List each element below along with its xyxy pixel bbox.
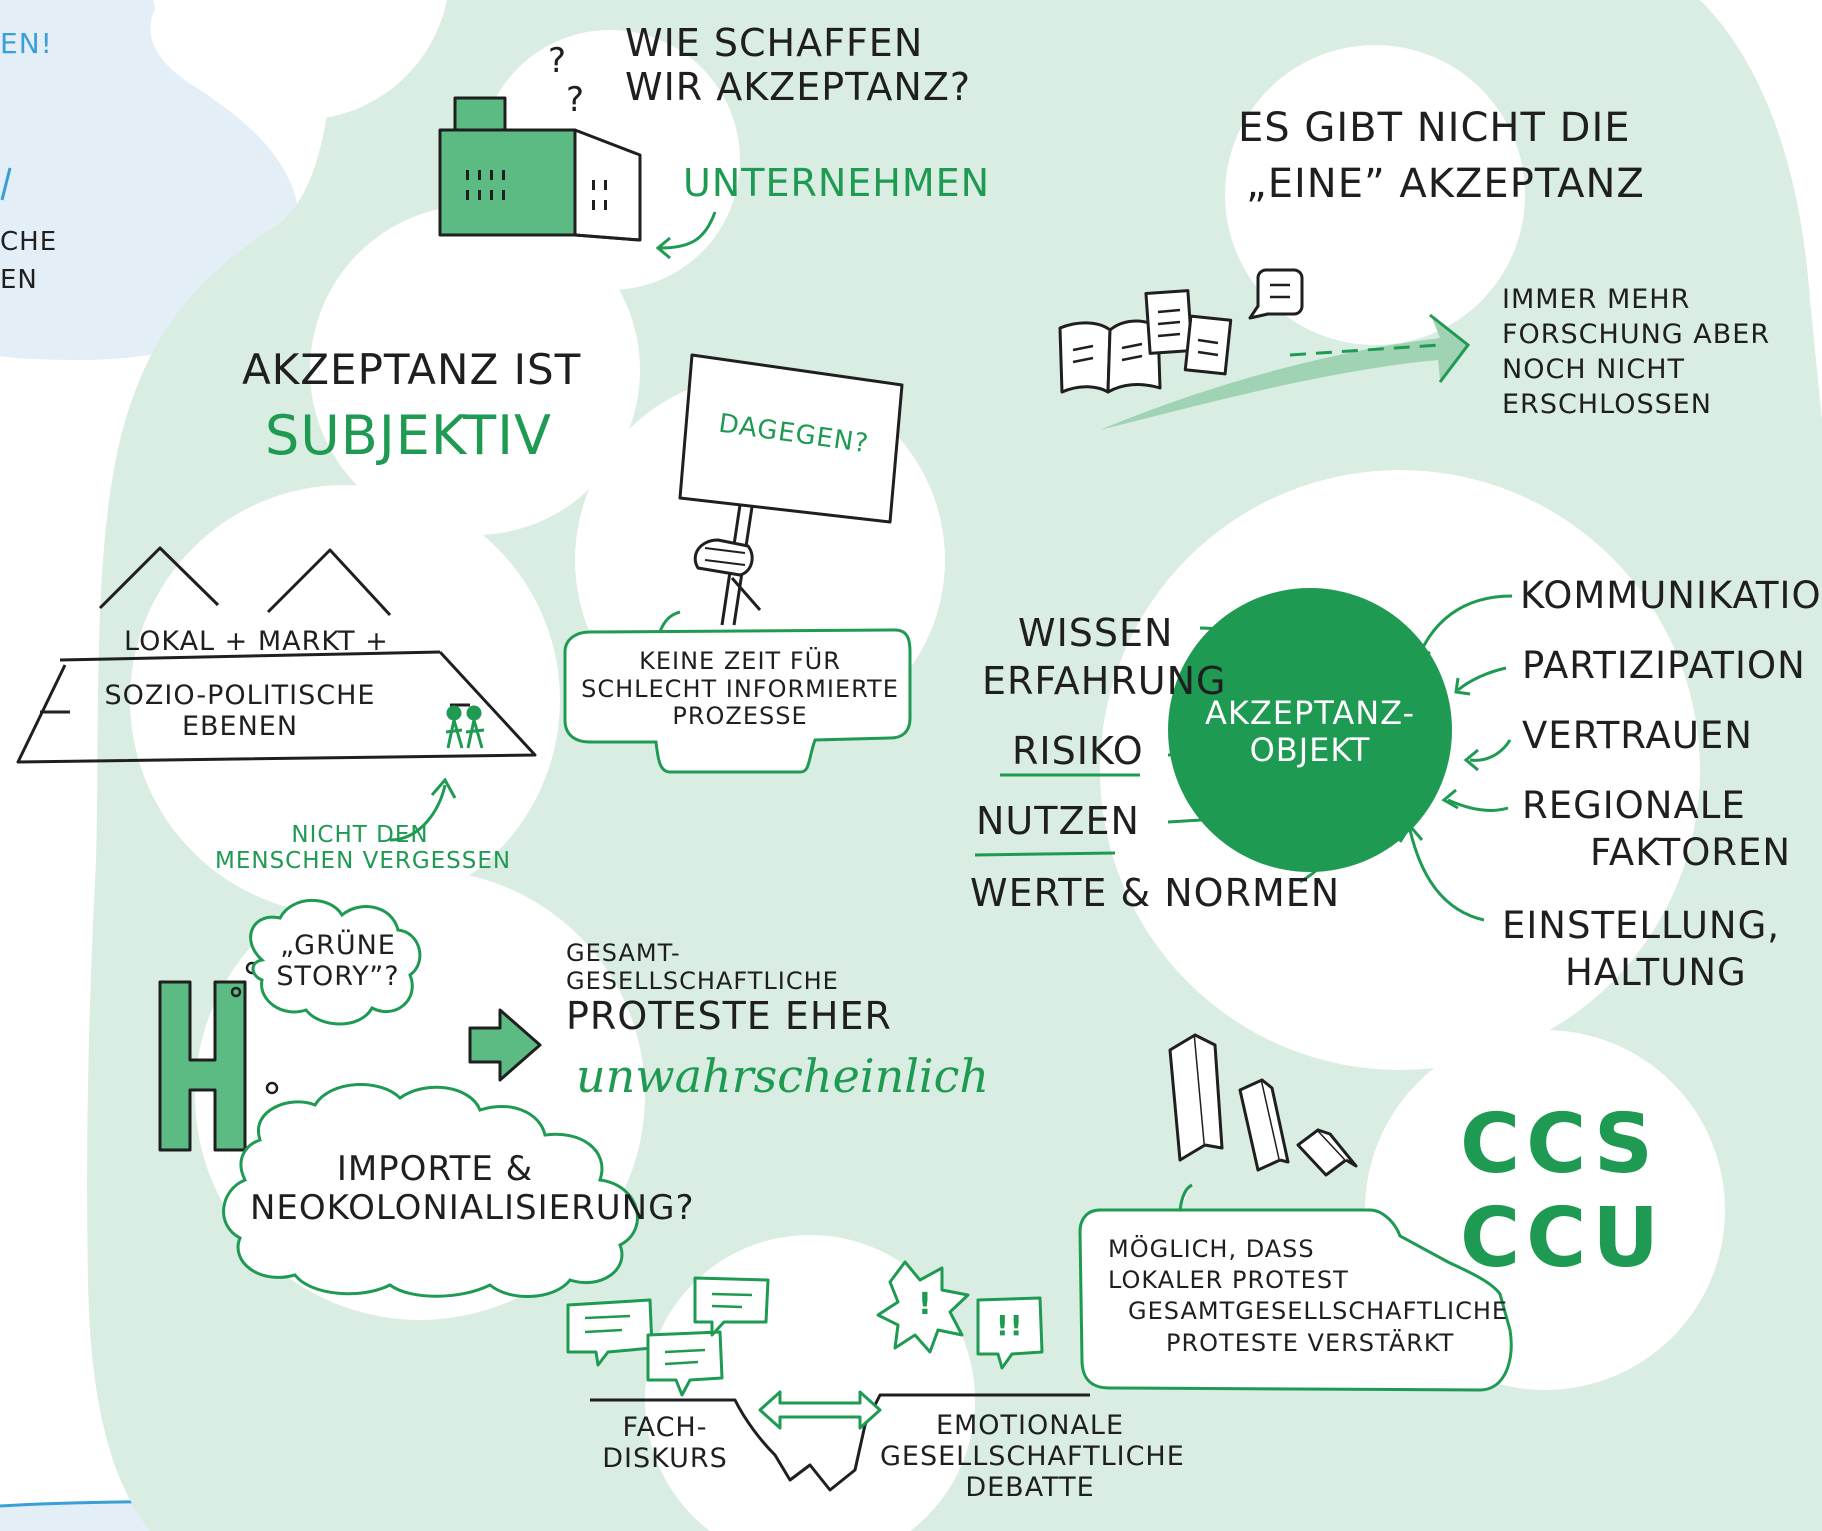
white-circles xyxy=(130,0,1725,1531)
debate-fachdiskurs: FACH- DISKURS xyxy=(602,1412,728,1475)
unternehmen-label: UNTERNEHMEN xyxy=(683,161,991,205)
factor-nutzen: NUTZEN xyxy=(976,799,1140,843)
exclaim-burst-icon xyxy=(876,1260,1044,1370)
subjektiv-line2: SUBJEKTIV xyxy=(265,404,552,467)
mountain-label-1: LOKAL + MARKT + xyxy=(124,626,389,657)
falling-dominoes-icon xyxy=(1168,1033,1358,1177)
cloud-importe xyxy=(222,1082,639,1298)
right-factor-arrows xyxy=(1398,594,1513,922)
factor-haltung: HALTUNG xyxy=(1565,951,1747,994)
factor-faktoren: FAKTOREN xyxy=(1590,831,1792,874)
cloud-importe-text: IMPORTE & NEOKOLONIALISIERUNG? xyxy=(250,1149,695,1229)
circle-subjektiv xyxy=(310,205,640,535)
left-panel-fragment-2: CHE xyxy=(0,227,58,257)
question-marks: ?? xyxy=(548,41,586,121)
unternehmen-question: WIE SCHAFFEN WIR AKZEPTANZ? xyxy=(625,21,972,109)
factor-werte-normen: WERTE & NORMEN xyxy=(970,871,1341,915)
left-panel-fragment-3: EN xyxy=(0,265,38,295)
people-icon xyxy=(445,705,485,749)
akzeptanz-objekt-label: AKZEPTANZ- OBJEKT xyxy=(1204,694,1416,769)
factor-risiko: RISIKO xyxy=(1012,729,1144,773)
cloud-gruene-story-text: „GRÜNE STORY”? xyxy=(276,930,400,993)
h2-arrow xyxy=(468,1008,542,1082)
factor-kommunikation: KOMMUNIKATION xyxy=(1520,574,1822,617)
research-arrow-head xyxy=(1429,313,1471,383)
factor-einstellung: EINSTELLUNG, xyxy=(1502,904,1781,947)
left-factor-arrows xyxy=(1167,626,1346,884)
mountain-icon xyxy=(16,546,537,764)
factor-underlines xyxy=(974,773,1140,857)
ccs-speech-bubble xyxy=(1078,1183,1513,1392)
research-note: IMMER MEHR FORSCHUNG ABER NOCH NICHT ERS… xyxy=(1502,284,1771,421)
unternehmen-arrowhead xyxy=(655,236,671,260)
exclaim-mark: ! xyxy=(918,1287,933,1322)
h2-result-text: GESAMT- GESELLSCHAFTLICHE PROTESTE EHER xyxy=(566,939,892,1039)
debate-emotional: EMOTIONALE GESELLSCHAFTLICHE DEBATTE xyxy=(880,1410,1185,1504)
factor-wissen: WISSEN xyxy=(1018,611,1174,655)
documents-icon xyxy=(1058,268,1304,394)
people-note: NICHT DEN MENSCHEN VERGESSEN xyxy=(215,822,512,875)
circle-top-left xyxy=(153,0,447,120)
double-arrow xyxy=(758,1390,882,1430)
circle-mountain xyxy=(130,485,560,915)
protest-bubble-text: KEINE ZEIT FÜR SCHLECHT INFORMIERTE PROZ… xyxy=(581,647,899,731)
eine-akzeptanz-title: ES GIBT NICHT DIE „EINE” AKZEPTANZ xyxy=(1238,105,1645,207)
exclaim-mark-double: !! xyxy=(996,1309,1024,1342)
factor-partizipation: PARTIZIPATION xyxy=(1522,644,1806,687)
protest-sign-icon xyxy=(678,353,904,626)
akzeptanz-objekt-circle xyxy=(1168,588,1452,872)
mountain-label-2: SOZIO-POLITISCHE EBENEN xyxy=(104,680,376,743)
people-note-arrow xyxy=(389,784,447,842)
subjektiv-line1: AKZEPTANZ IST xyxy=(242,345,582,394)
ccu-label: CCU xyxy=(1460,1191,1665,1286)
speech-bubbles-icon xyxy=(566,1276,770,1397)
unternehmen-arrow xyxy=(659,211,717,250)
people-note-arrowhead xyxy=(430,777,457,799)
ccs-label: CCS xyxy=(1460,1097,1659,1192)
blue-tick-mark xyxy=(0,167,12,201)
h2-result-script: unwahrscheinlich xyxy=(576,1049,990,1103)
factor-vertrauen: VERTRAUEN xyxy=(1522,714,1753,757)
left-panel-fragment-1: EN! xyxy=(0,27,53,60)
research-arrow xyxy=(1100,318,1470,430)
debate-gap xyxy=(590,1393,1090,1492)
ccs-bubble-text: MÖGLICH, DASS LOKALER PROTEST GESAMTGESE… xyxy=(1108,1235,1509,1357)
factor-erfahrung: ERFAHRUNG xyxy=(982,659,1227,703)
protest-speech-bubble xyxy=(563,610,912,774)
circle-eine xyxy=(1225,45,1525,345)
cloud-gruene-story xyxy=(249,898,422,1026)
factory-icon xyxy=(438,96,642,242)
factor-regionale: REGIONALE xyxy=(1522,784,1746,827)
